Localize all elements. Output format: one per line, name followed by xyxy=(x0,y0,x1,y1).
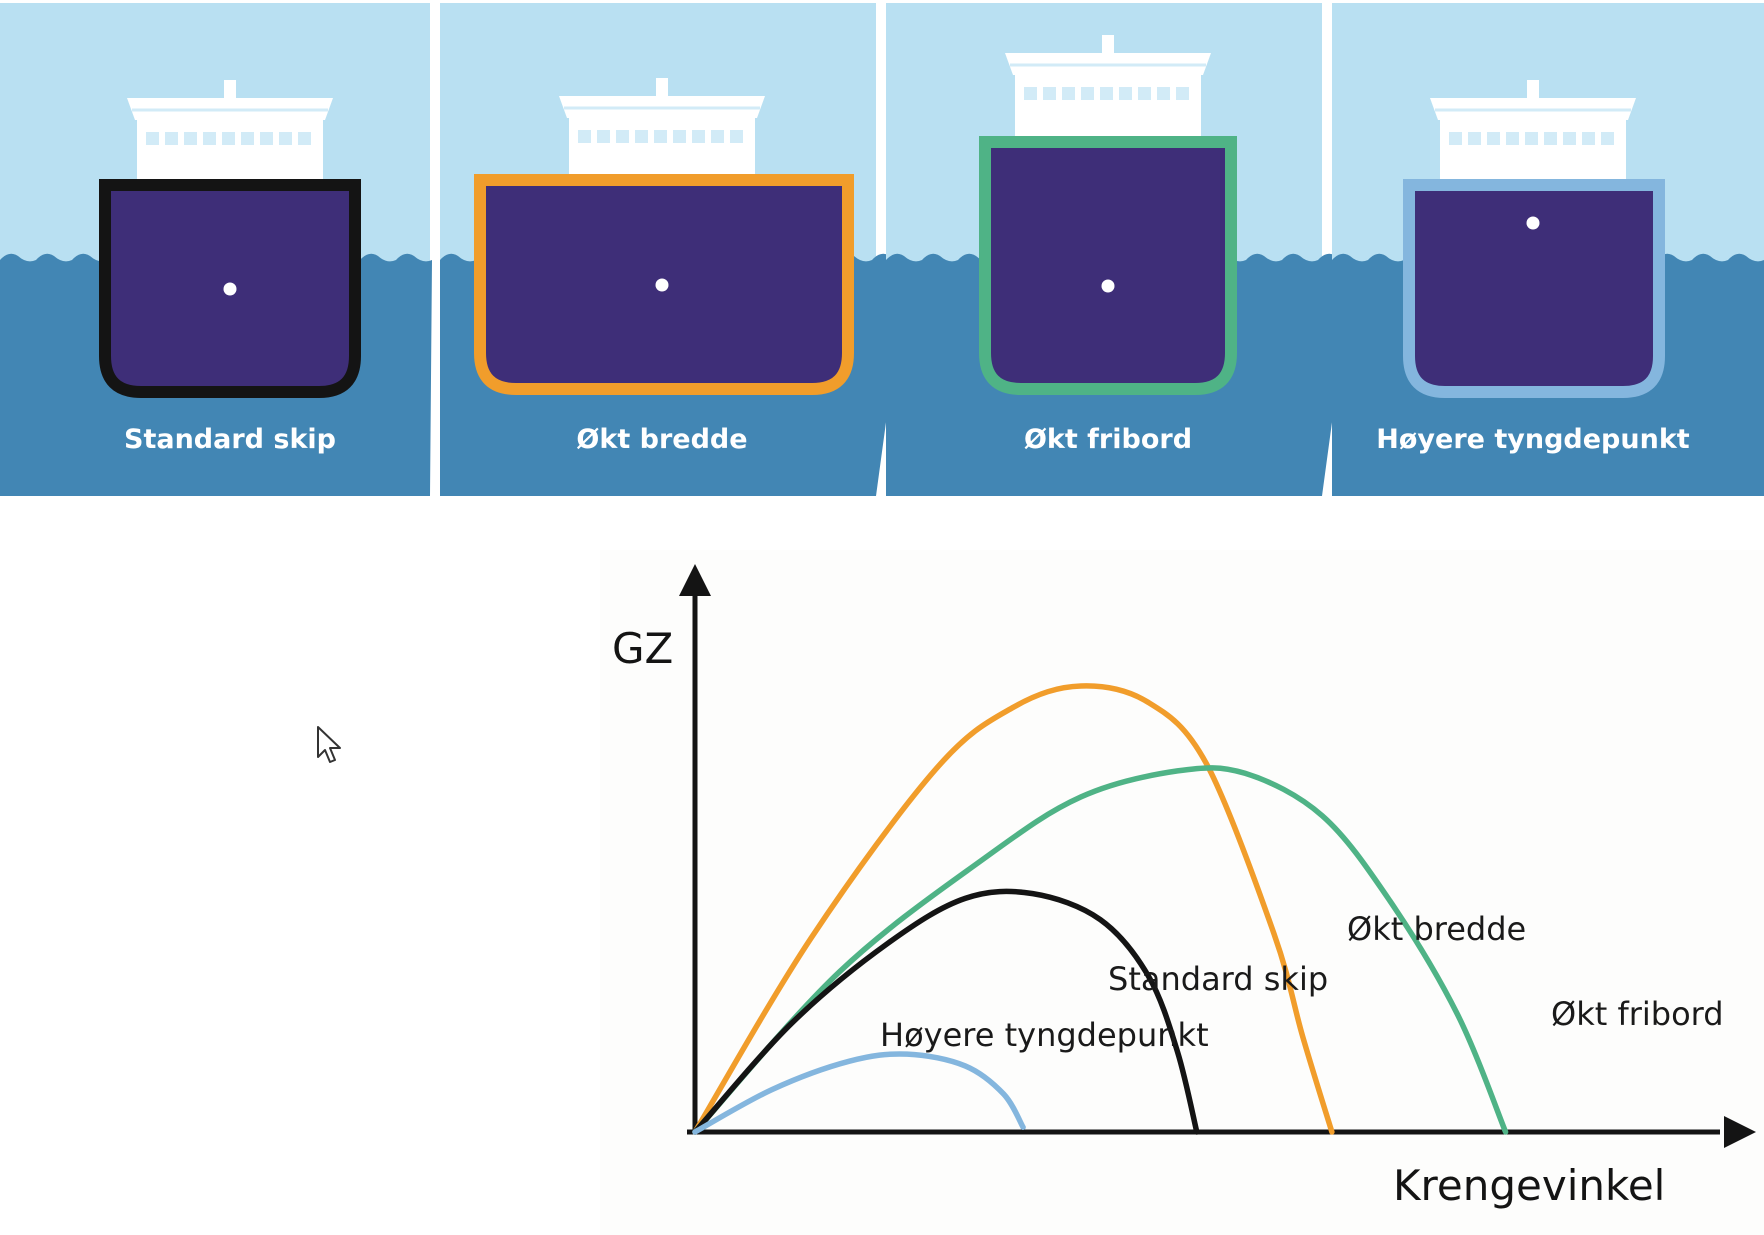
center-of-gravity-marker xyxy=(1101,279,1115,293)
panel-label: Økt bredde xyxy=(576,424,747,455)
center-of-gravity-marker xyxy=(1526,216,1540,230)
curve-label: Standard skip xyxy=(1108,960,1328,998)
panel-label: Standard skip xyxy=(124,424,336,455)
x-axis-arrow-icon xyxy=(1724,1116,1756,1148)
center-of-gravity-marker xyxy=(655,278,669,292)
ship-panel: Økt fribord xyxy=(886,3,1354,496)
gz-curve xyxy=(692,765,1509,1135)
chart-background xyxy=(600,550,1764,1235)
y-axis-arrow-icon xyxy=(679,564,711,596)
gz-curve xyxy=(692,888,1200,1135)
ship-panel: Standard skip xyxy=(0,3,432,496)
curve-label: Høyere tyngdepunkt xyxy=(880,1016,1209,1054)
gz-curve xyxy=(692,683,1335,1135)
center-of-gravity-marker xyxy=(223,282,237,296)
curve-label: Økt bredde xyxy=(1347,910,1526,948)
panel-label: Høyere tyngdepunkt xyxy=(1376,424,1690,455)
ship-hull xyxy=(1403,179,1665,398)
curve-label: Økt fribord xyxy=(1551,995,1724,1033)
mouse-cursor-icon xyxy=(317,726,341,763)
x-axis-label: Krengevinkel xyxy=(1393,1161,1665,1210)
panel-label: Økt fribord xyxy=(1024,424,1192,455)
ship-panel: Høyere tyngdepunkt xyxy=(1332,3,1764,496)
ship-comparison-panels: Standard skip Økt bredde Økt fribord Høyere… xyxy=(0,3,1764,496)
ship-panel: Økt bredde xyxy=(440,3,908,496)
ship-hull xyxy=(979,136,1237,395)
y-axis-label: GZ xyxy=(612,624,673,673)
gz-curve xyxy=(692,1051,1026,1135)
